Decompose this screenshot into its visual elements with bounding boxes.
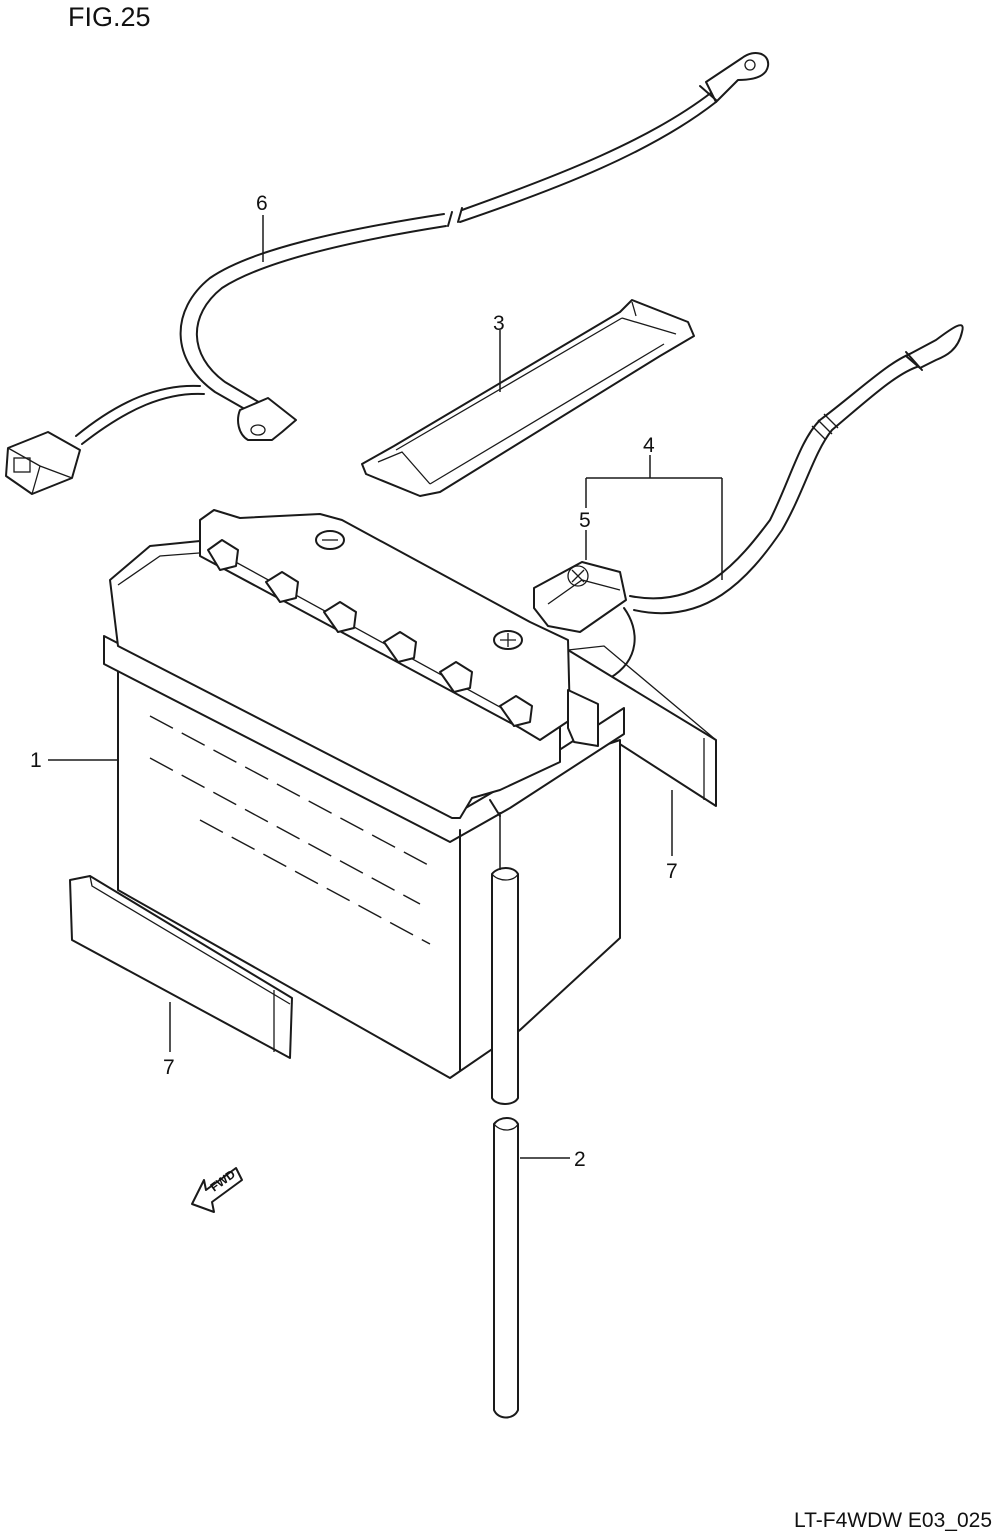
callout-3: 3 [493, 312, 505, 335]
callout-1: 1 [30, 749, 42, 772]
part-7-left-pad[interactable] [69, 875, 293, 1059]
figure-code: LT-F4WDW E03_025 [793, 1509, 992, 1532]
callout-2: 2 [574, 1148, 586, 1171]
callout-7-right: 7 [666, 860, 678, 883]
part-6-cable[interactable] [5, 51, 770, 495]
leader-lines [48, 215, 673, 1159]
part-2-breather-hose[interactable] [491, 812, 519, 1419]
callout-4: 4 [643, 434, 655, 457]
part-4-cable-assembly[interactable] [533, 324, 964, 701]
part-7-right-pad[interactable] [567, 645, 717, 807]
callout-7-left: 7 [163, 1056, 175, 1079]
callout-5: 5 [579, 509, 591, 532]
part-3-strap[interactable] [361, 299, 695, 497]
fwd-arrow-icon: FWD [191, 1167, 243, 1213]
figure-title: FIG.25 [68, 2, 151, 32]
callout-6: 6 [256, 192, 268, 215]
